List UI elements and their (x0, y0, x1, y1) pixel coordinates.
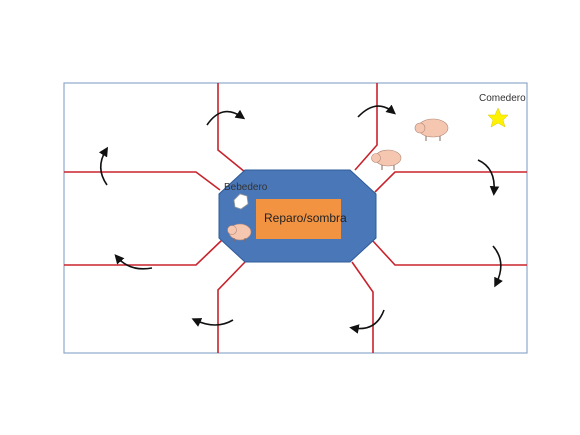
rotation-arrows (98, 104, 503, 334)
feeder-label: Comedero (479, 93, 526, 104)
fence-top-left (217, 83, 246, 173)
pig-icon (371, 149, 402, 170)
shelter-label: Reparo/sombra (264, 211, 347, 225)
fence-left-upper (64, 171, 221, 191)
fence-right-upper (374, 171, 527, 193)
fence-lines (64, 83, 527, 353)
star-icon (487, 107, 509, 128)
paddock-frame (63, 82, 528, 354)
fence-bottom-left (217, 261, 246, 353)
curved-arrow-icon (206, 109, 246, 126)
water-drop-icon (233, 193, 249, 210)
pig-icon (414, 118, 449, 141)
curved-arrow-icon (98, 146, 109, 186)
curved-arrow-icon (114, 254, 153, 270)
pig-icon (227, 223, 252, 242)
shelter-block (256, 199, 341, 239)
fence-bottom-right (351, 261, 374, 353)
curved-arrow-icon (349, 309, 385, 334)
fence-left-lower (64, 239, 223, 266)
curved-arrow-icon (191, 318, 234, 327)
waterer-label: Bebedero (224, 182, 268, 193)
curved-arrow-icon (357, 104, 396, 118)
curved-arrow-icon (477, 159, 500, 196)
fence-top-right (354, 83, 378, 171)
curved-arrow-icon (492, 245, 503, 288)
fence-right-lower (371, 239, 527, 266)
